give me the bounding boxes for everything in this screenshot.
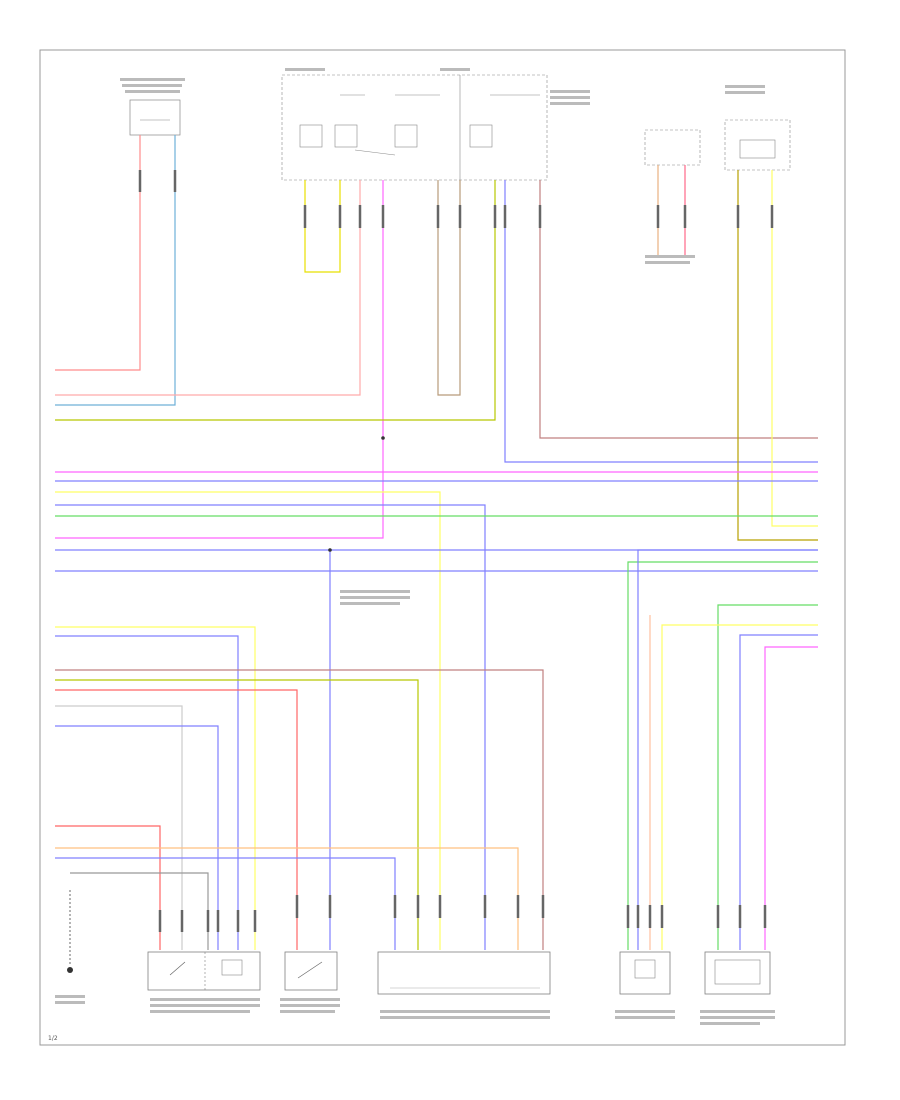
diagram-border [39,49,846,1046]
top-right-small-component [644,129,701,166]
ground-symbol [67,890,73,973]
wire-blue-top-left [55,135,176,406]
bottom-component-control-module [377,951,551,995]
bottom-component-3 [619,951,671,995]
wires-fuse-box [55,180,818,539]
top-left-component [129,99,181,136]
fuse-relay-box [281,74,548,181]
bottom-component-4 [704,951,771,995]
wires-right-group [627,549,818,950]
horizontal-bus-wires [55,471,818,950]
page-number: 1/2 [48,1035,58,1042]
wire-center-vertical [328,436,385,950]
wires-left-group [55,626,544,950]
bottom-component-1 [147,951,261,991]
illegible-labels [55,68,775,1025]
wire-red-top-left [55,135,141,371]
connector-marks [138,170,774,932]
bottom-component-2 [284,951,338,991]
top-right-sensor [724,119,791,171]
